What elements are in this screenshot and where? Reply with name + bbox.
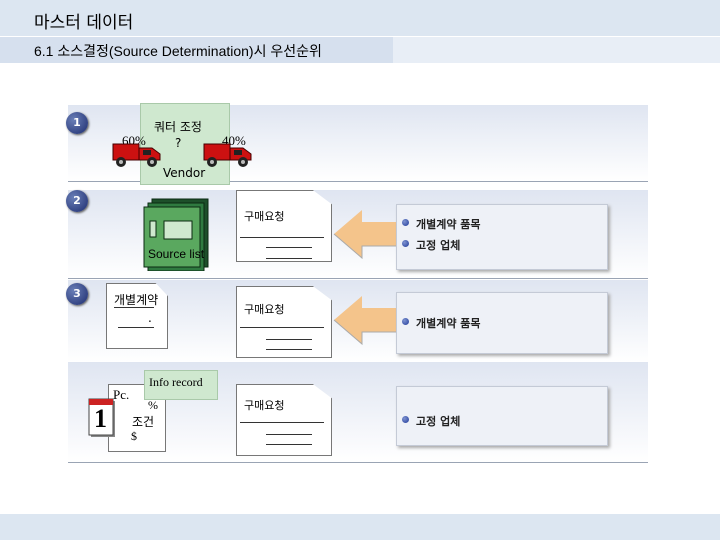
page-subtitle: 6.1 소스결정(Source Determination)시 우선순위 — [34, 43, 322, 59]
bullet-icon — [402, 416, 409, 423]
doc-line — [266, 247, 312, 248]
doc-line — [240, 422, 324, 423]
doc-line — [240, 237, 324, 238]
arrow-left-icon — [333, 210, 400, 260]
bullet-icon — [402, 240, 409, 247]
bullet-icon — [402, 219, 409, 226]
quota-label: 쿼터 조정 — [154, 120, 202, 134]
step-number-3: 3 — [66, 283, 88, 305]
calendar-icon — [88, 398, 115, 437]
vendor-label: Vendor — [163, 166, 206, 180]
pc-label: Pc. — [113, 387, 130, 402]
title-bar: 마스터 데이터 — [0, 0, 720, 36]
bullet-icon — [402, 318, 409, 325]
source-list-label: Source list — [148, 247, 205, 261]
doc-line — [266, 349, 312, 350]
quota-value: ? — [175, 136, 182, 150]
step-number-1: 1 — [66, 112, 88, 134]
doc-line — [118, 327, 154, 328]
doc-line — [266, 444, 312, 445]
calendar-digit: 1 — [94, 404, 107, 433]
condition-item: 개별계약 품목 — [416, 317, 481, 330]
step-number-2: 2 — [66, 190, 88, 212]
condition-box — [396, 386, 608, 446]
condition-box — [396, 292, 608, 354]
purchase-requisition-doc — [236, 286, 332, 358]
purchase-requisition-doc — [236, 190, 332, 262]
condition-item: 개별계약 품목 — [416, 218, 481, 231]
contract-doc — [106, 283, 168, 349]
doc-line — [114, 307, 154, 308]
doc-line — [266, 339, 312, 340]
purchase-requisition-doc — [236, 384, 332, 456]
condition-item: 고정 업체 — [416, 415, 461, 428]
footer-bar — [0, 514, 720, 540]
condition-box — [396, 204, 608, 270]
info-record-box — [144, 370, 218, 400]
condition-label: 조건 — [132, 415, 155, 429]
dollar-label: $ — [131, 429, 137, 443]
arrow-left-icon — [333, 296, 400, 346]
doc-line — [266, 258, 312, 259]
subtitle-bar: 6.1 소스결정(Source Determination)시 우선순위 — [0, 37, 720, 63]
contract-dot: . — [148, 311, 152, 325]
truck-icon — [112, 143, 161, 167]
doc-line — [240, 327, 324, 328]
page-title: 마스터 데이터 — [34, 13, 134, 33]
percent-label: % — [148, 398, 158, 412]
doc-title: 구매요청 — [244, 399, 285, 412]
condition-item: 고정 업체 — [416, 239, 461, 252]
doc-line — [266, 434, 312, 435]
truck-icon — [203, 143, 252, 167]
info-record-label: Info record — [149, 375, 203, 389]
doc-title: 구매요청 — [244, 303, 285, 316]
doc-title: 구매요청 — [244, 210, 285, 223]
binder-icon — [143, 198, 209, 271]
contract-title: 개별계약 — [114, 293, 159, 307]
